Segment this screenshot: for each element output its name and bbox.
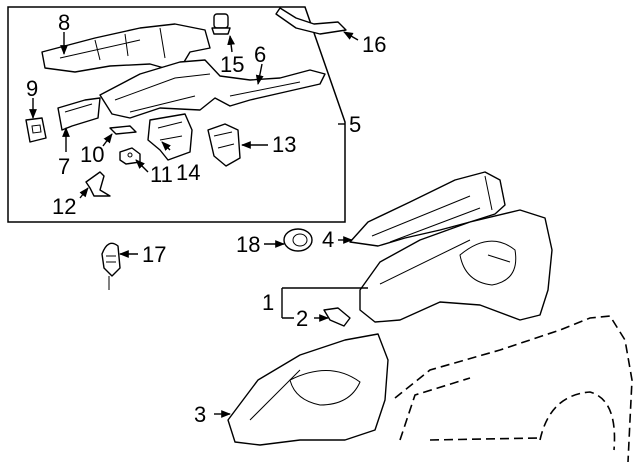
part-3-wheelhouse <box>227 333 389 446</box>
callout-14: 14 <box>176 160 200 185</box>
part-9-bracket <box>25 117 47 143</box>
callout-18: 18 <box>236 232 260 257</box>
callout-16: 16 <box>362 32 386 57</box>
part-17-grommet <box>101 242 121 290</box>
callout-4: 4 <box>322 227 334 252</box>
part-7-extension <box>57 97 101 131</box>
callout-labels: 8 6 15 16 9 5 13 10 7 11 14 12 17 18 4 1… <box>26 10 386 427</box>
part-2-bracket <box>323 307 351 327</box>
part-14-reinforcement <box>147 113 193 161</box>
callout-9: 9 <box>26 76 38 101</box>
callout-13: 13 <box>272 132 296 157</box>
callout-6: 6 <box>254 42 266 67</box>
callout-2: 2 <box>296 306 308 331</box>
callout-8: 8 <box>58 10 70 35</box>
part-4-cowl-panel <box>349 171 506 247</box>
callout-17: 17 <box>142 242 166 267</box>
part-13-support <box>207 123 241 167</box>
part-8-upper-rail <box>41 23 211 73</box>
callout-5: 5 <box>349 112 361 137</box>
callout-10: 10 <box>80 142 104 167</box>
part-18-cap <box>283 228 313 252</box>
part-10-pad <box>109 125 137 135</box>
leader-lines <box>29 31 368 418</box>
callout-11: 11 <box>150 162 173 187</box>
part-6-apron-rail <box>99 59 326 119</box>
part-1-inner-fender <box>359 209 553 323</box>
callout-12: 12 <box>52 194 76 219</box>
callout-1: 1 <box>262 290 274 315</box>
callout-7: 7 <box>58 154 70 179</box>
part-16-seal <box>275 7 347 35</box>
outer-fender-outline <box>394 315 633 463</box>
part-15-plug <box>211 13 231 35</box>
part-12-clip <box>85 171 111 197</box>
callout-3: 3 <box>194 402 206 427</box>
callout-15: 15 <box>220 52 244 77</box>
